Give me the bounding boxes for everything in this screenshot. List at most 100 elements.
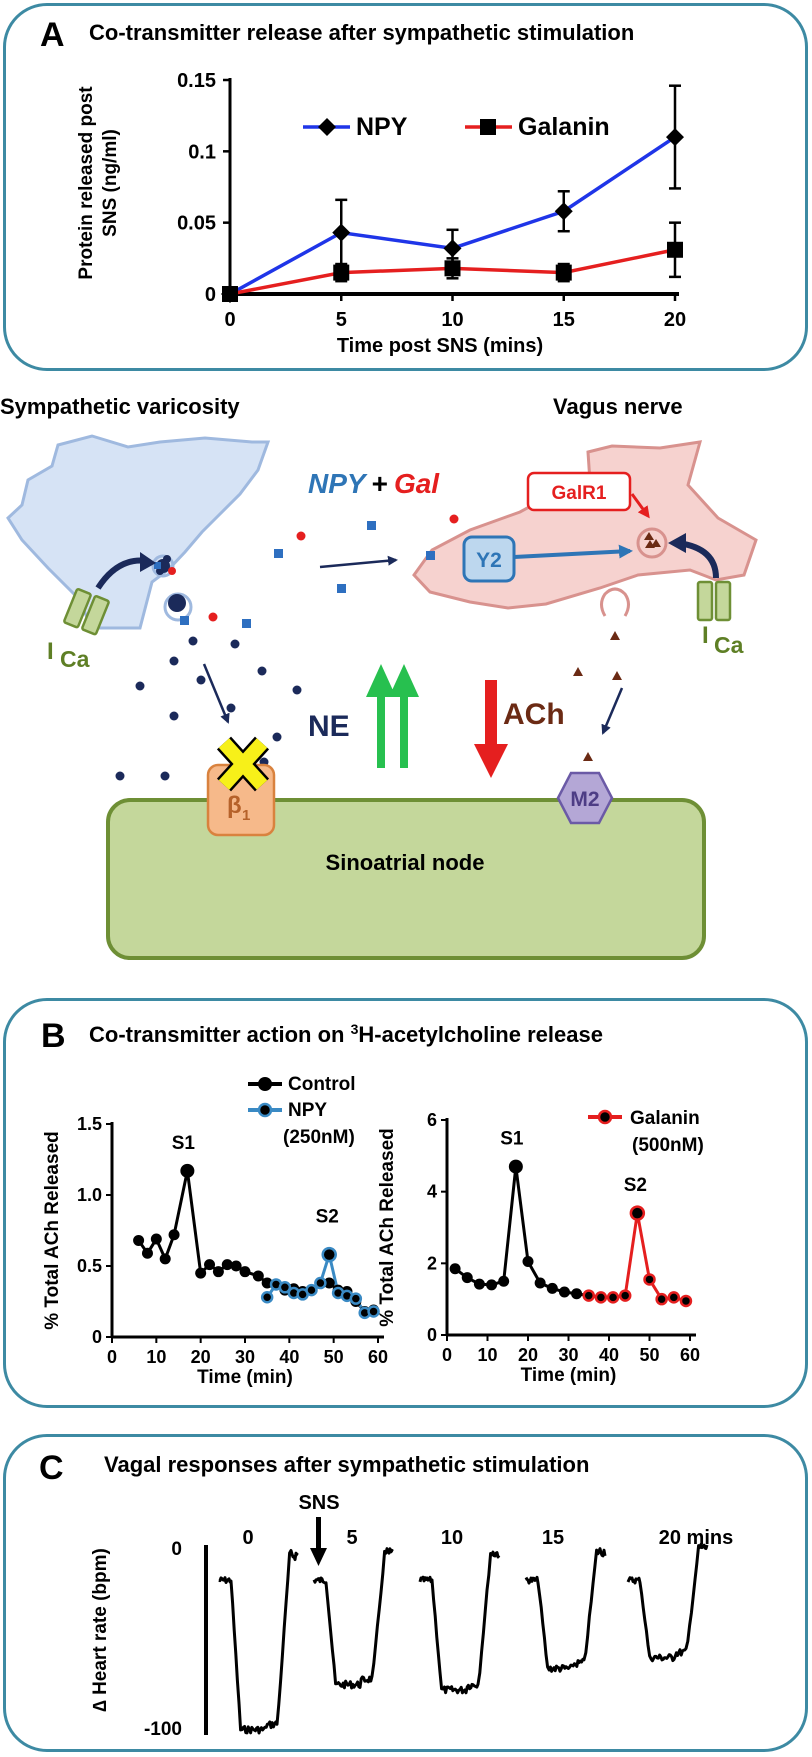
panel-b1-xtick-label: 40 [279,1347,299,1367]
panel-b2-galanin-point [667,1291,681,1304]
trace-time-label: 15 [542,1527,564,1549]
panel-b2-xtick-label: 50 [639,1345,659,1365]
ica-subscript-left: Ca [60,646,90,672]
panel-b1-ylabel: % Total ACh Released [42,1131,63,1330]
panel-a-xtick-label: 10 [441,309,463,331]
trace-time-label: 10 [441,1527,463,1549]
beta1-label: β [227,792,242,819]
legend-npy-label: NPY [356,113,408,141]
panel-b2-control-point [558,1286,570,1298]
panel-a-npy-point [554,202,573,221]
panel-b1-control-point [168,1229,180,1241]
panel-b1-ytick-label: 0 [92,1327,102,1347]
panel-b2-control-point [461,1272,473,1284]
panel-a-galanin-point [444,260,461,277]
panel-b1-control-point [239,1266,251,1278]
heart-rate-traces [218,1542,709,1735]
ach-vesicle [636,527,668,559]
panel-a-ytick-label: 0 [205,284,216,306]
vagus-nerve-label: Vagus nerve [553,394,683,419]
sympathetic-varicosity-shape [6,434,271,630]
sympathetic-varicosity-label: Sympathetic varicosity [0,394,240,419]
panel-b2-galanin-point [618,1289,632,1302]
panel-b2-control-point [486,1279,498,1291]
trace-time-label: 5 [346,1527,357,1549]
panel-a-letter: A [40,16,65,54]
panel-b2-galanin-point [594,1291,608,1304]
panel-b-title-sup: 3 [351,1021,359,1037]
heart-rate-trace-2 [418,1550,501,1695]
panel-a-npy-point [666,128,684,147]
panel-b1-ytick-label: 1.5 [77,1114,102,1134]
panel-a-ylabel-line1: Protein released post [76,86,97,280]
legend-npy-b-label: NPY [288,1100,327,1121]
panel-b2-control-point [571,1288,583,1300]
heart-rate-trace-4 [626,1542,709,1663]
panel-a-xtick-label: 20 [664,309,686,331]
panel-b2-ylabel: % Total ACh Released [377,1128,398,1327]
panel-c-ytick-neg100: -100 [144,1719,182,1740]
panel-a-xlabel: Time post SNS (mins) [337,335,543,357]
y2-receptor-box [462,535,516,583]
panel-b1-control-point [150,1233,162,1245]
panel-a-galanin-point [333,264,350,281]
panel-a-xtick-label: 15 [553,309,575,331]
panel-b1-control-point [252,1270,264,1282]
panel-b1-control-point [159,1253,171,1265]
panel-a-xtick-label: 5 [336,309,347,331]
ne-molecules [115,636,302,781]
panel-a-galanin-point [555,264,572,281]
panel-b-letter: B [41,1017,66,1055]
panel-b2-control-line [454,1166,589,1298]
legend-control-label: Control [288,1074,356,1095]
panel-b1-npy-point [278,1281,292,1294]
panel-b1-s1-label: S1 [172,1133,196,1154]
panel-b2-control-point [522,1256,534,1268]
panel-c-frame [3,1434,808,1752]
galr1-label: GalR1 [552,483,607,504]
panel-b1-xtick-label: 10 [146,1347,166,1367]
plus-sign: + [372,468,388,499]
sinoatrial-node [106,798,706,960]
panel-a-ytick-label: 0.15 [177,70,216,92]
panel-b1-xtick-label: 20 [191,1347,211,1367]
panel-b2-xtick-label: 10 [477,1345,497,1365]
panel-b1-npy-point [305,1283,318,1297]
ne-to-beta1-arrow [202,663,230,724]
panel-b1-xtick-label: 30 [235,1347,255,1367]
panel-b1-npy-point [260,1290,274,1304]
panel-a-galanin-point [667,241,683,258]
panel-a-galanin-point [222,286,238,302]
panel-b1-control-point [212,1266,224,1278]
heart-rate-trace-3 [524,1547,607,1673]
panel-b-title-pre: Co-transmitter action on [89,1022,351,1047]
green-double-up-arrow [366,664,419,768]
panel-b1-control-point [323,1277,335,1289]
panel-c-letter: C [39,1449,64,1487]
trace-time-label: 0 [242,1527,253,1549]
sinoatrial-node-label: Sinoatrial node [326,850,485,875]
npy-gal-label: NPY+Gal [308,468,440,499]
calcium-channel-left [63,588,110,636]
heart-rate-trace-1 [312,1547,394,1690]
panel-b2-galanin-point [606,1291,620,1304]
panel-a-ytick-label: 0.1 [188,141,216,163]
panel-b1-control-point [180,1163,195,1178]
ica-label-left: I [47,638,54,665]
panel-b2-control-point [546,1282,558,1294]
heart-rate-trace-0 [218,1549,299,1735]
panel-b2-xtick-label: 30 [558,1345,578,1365]
legend-npy-b-conc: (250nM) [283,1127,355,1148]
panel-b2-control-point [449,1263,461,1275]
panel-b2-galanin-point [655,1292,668,1306]
beta1-blocked-x-icon [216,736,270,792]
ica-curved-arrowhead-left [140,552,156,572]
vesicle-cluster [151,554,193,622]
panel-b1-control-point [221,1259,233,1271]
m2-label: M2 [570,788,599,811]
